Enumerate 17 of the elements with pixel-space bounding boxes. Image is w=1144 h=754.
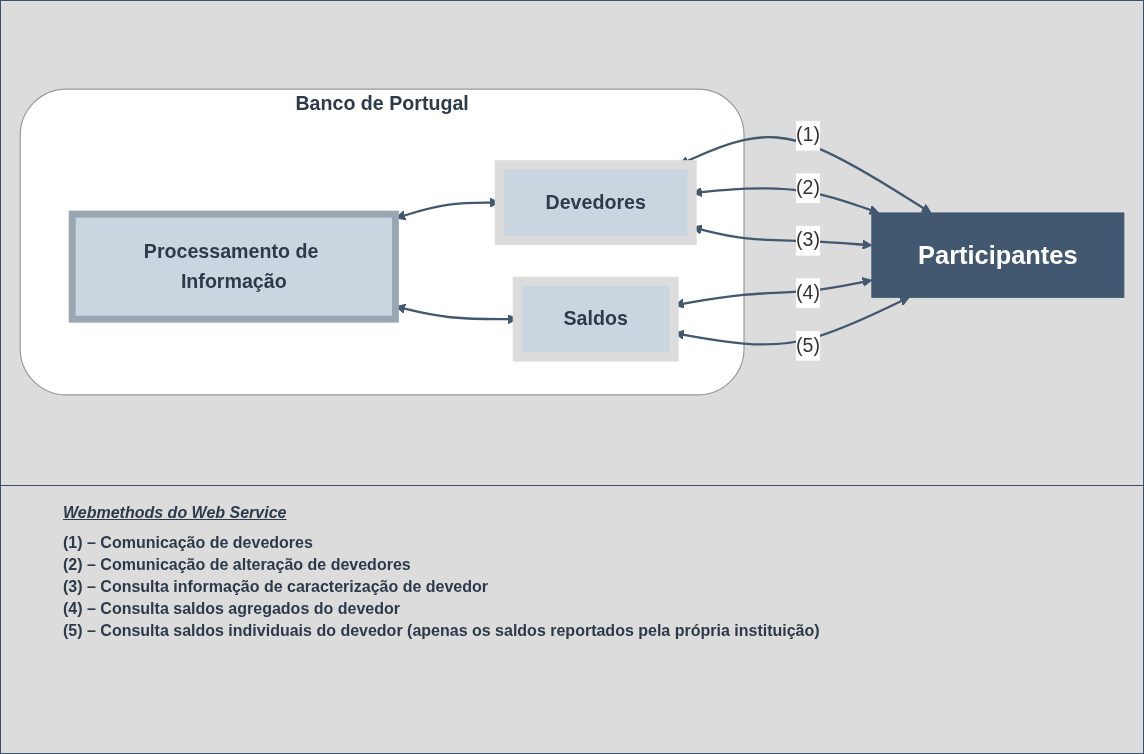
legend-entry: (5) – Consulta saldos individuais do devedor (apenas os saldos reportados pela própria instituição)	[63, 622, 821, 640]
edge-label: (2)	[795, 176, 820, 199]
legend-entry: (4) – Consulta saldos agregados do devedor	[63, 600, 401, 618]
edge-label: (3)	[795, 229, 820, 252]
diagram: Banco de Portugal (1) (2) (3) (4) (5) Processamento de Informação Devedores Saldos Participantes	[11, 7, 1133, 477]
edge-label: (5)	[795, 334, 820, 357]
node-box	[68, 210, 399, 323]
legend-heading: Webmethods do Web Service	[63, 504, 288, 522]
node-box	[871, 212, 1125, 298]
node-box	[494, 160, 697, 246]
cluster	[19, 88, 745, 396]
legend-entry: (2) – Comunicação de alteração de devedores	[63, 556, 412, 574]
legend-entry: (3) – Consulta informação de caracterização de devedor	[63, 578, 490, 596]
edge-label: (4)	[795, 281, 820, 304]
node-box	[512, 276, 679, 362]
edge-label: (1)	[795, 124, 820, 147]
legend-entry: (1) – Comunicação de devedores	[63, 534, 314, 552]
